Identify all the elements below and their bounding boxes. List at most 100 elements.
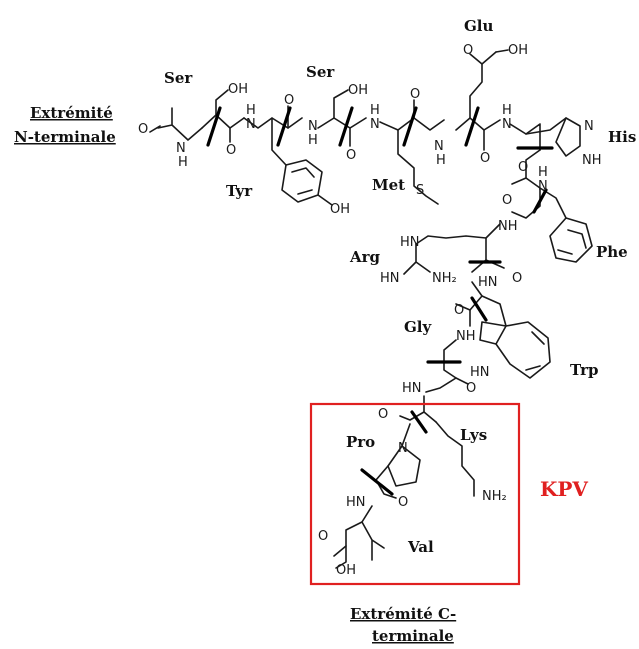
residue-label-his: His: [608, 128, 636, 146]
atom-label: HN: [380, 271, 400, 286]
cleavage-mark: [464, 106, 480, 147]
atom-label: O: [398, 495, 408, 510]
atom-label: OH: [330, 202, 350, 217]
atom-label: O: [318, 529, 328, 544]
c-terminal-label-line1: Extrémité C-: [350, 605, 456, 623]
gly-backbone: [425, 339, 457, 393]
atom-label: HN: [470, 365, 490, 380]
atom-label: N: [308, 119, 318, 134]
atom-label: H: [308, 133, 318, 148]
pro-link: [401, 423, 411, 447]
residue-labels: Ser Tyr Ser Met Glu His Phe Arg Trp Gly …: [164, 17, 636, 556]
his-ring: [555, 117, 581, 157]
terminal-labels: Extrémité N-terminale Extrémité C- termi…: [14, 104, 456, 645]
ser1-backbone: [201, 114, 245, 129]
glu-backbone: [455, 117, 501, 131]
arg-guanidine: [403, 243, 431, 275]
atom-labels: O N H OH O H N O N H OH OH O H N O S N H…: [138, 43, 602, 578]
atom-label: OH: [336, 563, 356, 578]
lys-carbonyl: [399, 411, 425, 421]
cleavage-mark: [470, 296, 488, 322]
phe-ring-inner: [557, 229, 587, 255]
his-backbone: [509, 123, 541, 151]
pro-ring: [387, 445, 421, 487]
phe-ring: [549, 217, 593, 263]
arg-sidechain: [415, 235, 487, 245]
cleavage-mark: [360, 468, 394, 496]
atom-label: HN: [478, 275, 498, 290]
val-backbone: [333, 505, 373, 557]
atom-label: O: [226, 143, 236, 158]
met-sidechain: [397, 129, 439, 205]
atom-label: N: [584, 119, 594, 134]
kpv-highlight-box: [309, 402, 521, 586]
atom-label: H: [502, 103, 512, 118]
lys-sidechain: [435, 421, 475, 497]
residue-label-ser1: Ser: [164, 69, 193, 87]
atom-label: O: [463, 43, 473, 58]
atom-label: N: [434, 139, 444, 154]
val-carboxyl: [335, 545, 347, 569]
tyr-ring: [281, 159, 323, 203]
cleavage-marks: [206, 106, 554, 496]
his-sidechain: [525, 117, 567, 135]
gly-carbonyl: [455, 377, 469, 385]
cleavage-mark: [276, 106, 292, 147]
atom-label: HN: [346, 495, 366, 510]
residue-label-trp: Trp: [570, 361, 598, 379]
atom-label: O: [512, 271, 522, 286]
ser1-sidechain: [215, 89, 229, 116]
phe-carbonyl: [511, 177, 527, 185]
atom-label: O: [480, 151, 490, 166]
atom-label: H: [436, 153, 446, 168]
atom-label: HN: [400, 235, 420, 250]
arg-backbone: [471, 223, 501, 273]
residue-label-lys: Lys: [460, 426, 487, 444]
tyr-sidechain: [271, 117, 287, 166]
atom-label: O: [378, 407, 388, 422]
atom-label: NH₂: [482, 489, 507, 504]
residue-label-tyr: Tyr: [226, 182, 253, 200]
cleavage-mark: [402, 106, 418, 147]
residue-label-pro: Pro: [346, 433, 375, 451]
pro-carbonyl: [375, 465, 397, 499]
cleavage-mark: [410, 410, 428, 434]
atom-label: N: [398, 441, 408, 456]
trp-benzene: [495, 321, 551, 379]
atom-label: NH₂: [432, 271, 457, 286]
atom-label: N: [502, 117, 512, 132]
atom-label: O: [454, 303, 464, 318]
glu-carboxyl: [469, 49, 509, 65]
residue-label-glu: Glu: [464, 17, 494, 35]
acetyl-carbonyl: [149, 125, 161, 133]
atom-label: H: [178, 155, 188, 170]
atom-label: O: [410, 87, 420, 102]
ser2-backbone: [317, 117, 367, 129]
atom-label: S: [416, 183, 424, 198]
residue-label-ser2: Ser: [306, 63, 335, 81]
residue-label-val: Val: [407, 538, 434, 556]
atom-label: OH: [348, 83, 368, 98]
atom-label: O: [518, 160, 528, 175]
residue-label-arg: Arg: [349, 248, 381, 266]
atom-label: O: [466, 381, 476, 396]
trp-pyrrole: [479, 321, 507, 345]
atom-label: NH: [582, 153, 602, 168]
atom-label: N: [538, 179, 548, 194]
kpv-label: KPV: [540, 477, 588, 501]
residue-label-phe: Phe: [596, 243, 628, 261]
residue-label-met: Met: [372, 176, 405, 194]
atom-label: O: [284, 93, 294, 108]
atom-label: H: [370, 103, 380, 118]
atom-label: OH: [228, 82, 248, 97]
atom-label: N: [246, 117, 256, 132]
n-terminal-label-line2: N-terminale: [14, 128, 116, 146]
atom-label: NH: [498, 219, 518, 234]
atom-label: OH: [508, 43, 528, 58]
atom-label: NH: [456, 329, 476, 344]
tyr-ring-inner: [291, 167, 315, 195]
residue-label-gly: Gly: [404, 318, 433, 336]
tyr-oh-bond: [317, 194, 333, 206]
